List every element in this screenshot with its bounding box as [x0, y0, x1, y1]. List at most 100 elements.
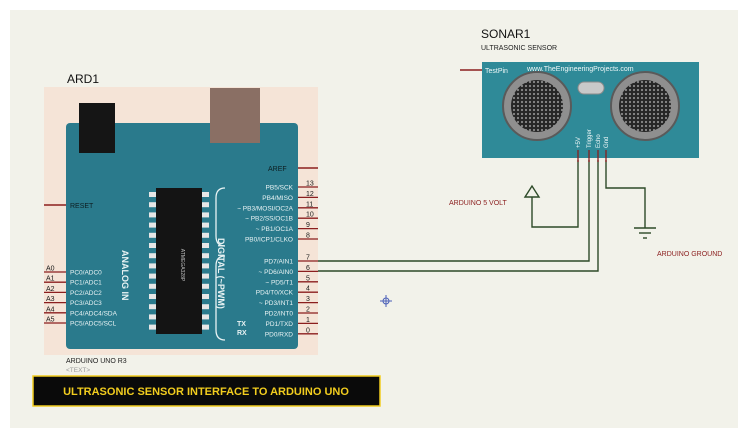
digital-pin-number: 3: [306, 296, 310, 303]
analog-pin-label: PC1/ADC1: [70, 280, 102, 287]
analog-pin-number: A1: [46, 276, 55, 283]
chip-pin: [149, 294, 156, 299]
digital-pin-number: 9: [306, 222, 310, 229]
chip-pin: [149, 232, 156, 238]
digital-pin-number: 12: [306, 191, 314, 198]
chip-pin: [149, 324, 156, 330]
digital-bracket-bottom: [215, 255, 226, 341]
analog-pin-number: A4: [46, 306, 55, 313]
wire-echo[interactable]: [318, 160, 599, 272]
digital-pin-label: PD4/T0/XCK: [256, 290, 294, 297]
digital-pin-number: 5: [306, 275, 310, 282]
digital-pin-number: 10: [306, 212, 314, 219]
chip-pin: [149, 192, 156, 197]
wire-5v[interactable]: [531, 160, 579, 228]
chip-pin: [149, 243, 156, 248]
digital-bracket-top: [215, 187, 226, 247]
analog-pin-label: PC5/ADC5/SCL: [70, 321, 117, 328]
digital-pin-label: ~ PD6/AIN0: [258, 269, 293, 276]
power-5v-symbol[interactable]: [523, 184, 541, 198]
chip-pin: [202, 253, 209, 259]
five-volt-label: ARDUINO 5 VOLT: [449, 200, 508, 207]
digital-pin-label: ~ PD5/T1: [265, 279, 293, 286]
digital-pin-label: ~ PB2/SS/OC1B: [245, 216, 293, 223]
chip-pin: [149, 263, 156, 269]
chip-pin: [149, 202, 156, 208]
chip-pin: [149, 222, 156, 228]
aref-label: AREF: [268, 166, 287, 173]
digital-pin-label: PB4/MISO: [262, 195, 293, 202]
reset-label: RESET: [70, 203, 94, 210]
chip-pin: [202, 192, 209, 197]
digital-pin-label: ~ PB3/MOSI/OC2A: [237, 205, 293, 212]
arduino-ref-label[interactable]: ARD1: [67, 72, 99, 86]
tx-label: TX: [237, 321, 246, 328]
transducer-left: [502, 71, 572, 141]
wires: [318, 160, 646, 272]
chip-pin: [202, 202, 209, 208]
analog-pin-number: A0: [46, 266, 55, 273]
analog-pin-number: A2: [46, 286, 55, 293]
analog-pin-label: PC4/ADC4/SDA: [70, 310, 118, 317]
sensor-url: www.TheEngineeringProjects.com: [526, 66, 634, 73]
analog-header: ANALOG IN: [120, 250, 130, 301]
digital-pin-number: 2: [306, 307, 310, 314]
chip-pin: [149, 283, 156, 289]
chip-label: ATMEGA328P: [179, 249, 185, 282]
analog-pin-label: PC3/ADC3: [70, 300, 102, 307]
transducer-right: [610, 71, 680, 141]
crosshair-icon: [380, 295, 392, 307]
chip-pin: [202, 222, 209, 228]
text-placeholder: <TEXT>: [66, 367, 90, 374]
digital-pin-label: PD7/AIN1: [264, 259, 293, 266]
chip-pin: [202, 324, 209, 330]
power-jack: [79, 103, 115, 153]
digital-header: DIGITAL (~PWM): [216, 238, 226, 309]
chip-pin: [149, 314, 156, 320]
chip-pin: [202, 294, 209, 299]
chip-pin: [202, 243, 209, 248]
chip-pin: [202, 232, 209, 238]
chip-pin: [202, 212, 209, 218]
testpin-label: TestPin: [485, 68, 508, 75]
digital-pin-label: ~ PD3/INT1: [259, 300, 294, 307]
digital-pin-number: 11: [306, 201, 313, 208]
digital-pin-label: PB5/SCK: [266, 185, 294, 192]
wire-gnd[interactable]: [605, 160, 646, 228]
analog-pin-label: PC0/ADC0: [70, 270, 102, 277]
sonar-pin-label: Echo: [596, 134, 602, 148]
ground-label: ARDUINO GROUND: [657, 251, 722, 258]
usb-port: [210, 88, 260, 143]
digital-pin-number: 13: [306, 181, 314, 188]
analog-pin-number: A3: [46, 296, 55, 303]
digital-pin-number: 4: [306, 286, 310, 293]
digital-pin-label: PD0/RXD: [265, 331, 293, 338]
banner-text: ULTRASONIC SENSOR INTERFACE TO ARDUINO U…: [63, 386, 349, 398]
analog-pins: A0PC0/ADC0A1PC1/ADC1A2PC2/ADC2A3PC3/ADC3…: [44, 266, 118, 328]
chip-pin: [202, 283, 209, 289]
sonar-pin-label: +5V: [576, 137, 582, 148]
digital-pin-number: 6: [306, 265, 310, 272]
chip-pin: [149, 253, 156, 259]
microcontroller-chip: [156, 188, 202, 334]
digital-pin-number: 0: [306, 327, 310, 334]
crystal-oscillator: [577, 81, 605, 95]
digital-pin-label: ~ PB1/OC1A: [256, 226, 294, 233]
chip-pin: [149, 273, 156, 279]
chip-pin: [202, 263, 209, 269]
sonar-type-label: ULTRASONIC SENSOR: [481, 45, 557, 52]
arduino-model-label: ARDUINO UNO R3: [66, 358, 127, 365]
chip-pins-left: [149, 192, 156, 330]
chip-pin: [202, 273, 209, 279]
chip-pin: [202, 304, 209, 310]
sonar-ref-label[interactable]: SONAR1: [481, 27, 531, 41]
chip-pins-right: [202, 192, 209, 330]
digital-pin-label: PB0/ICP1/CLKO: [245, 237, 293, 244]
digital-pin-number: 7: [306, 255, 310, 262]
wire-trigger[interactable]: [318, 160, 590, 262]
sonar-pin-label: Trigger: [587, 129, 593, 148]
ground-symbol[interactable]: [634, 227, 656, 239]
